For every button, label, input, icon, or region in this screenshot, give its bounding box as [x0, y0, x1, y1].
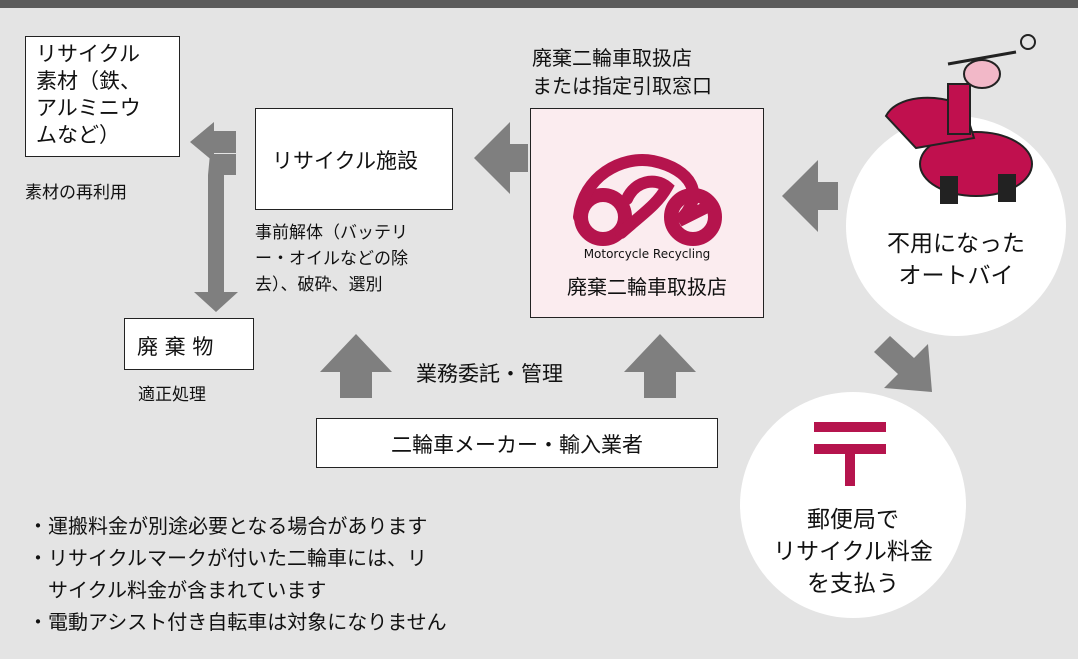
maker-text: 二輪車メーカー・輸入業者	[391, 433, 643, 457]
recycled-materials-box: リサイクル 素材（鉄、 アルミニウ ムなど）	[25, 36, 180, 157]
post-office-mark-icon	[814, 422, 886, 486]
consignment-label: 業務委託・管理	[416, 362, 563, 386]
motorcycle-recycling-logo	[573, 154, 722, 246]
dealer-name: 廃棄二輪車取扱店	[567, 275, 727, 299]
notes-list: ・運搬料金が別途必要となる場合があります ・リサイクルマークが付いた二輪車には、…	[28, 510, 447, 638]
waste-box: 廃 棄 物	[124, 318, 254, 370]
note-item: サイクル料金が含まれています	[28, 578, 327, 602]
arrow-facility-to-materials	[190, 122, 236, 162]
dealer-logo-text: Motorcycle Recycling	[583, 247, 711, 261]
arrow-facility-to-waste	[194, 154, 238, 312]
arrow-bike-to-dealer	[782, 160, 838, 232]
dealer-heading: 廃棄二輪車取扱店 または指定引取窓口	[532, 46, 712, 98]
arrow-dealer-to-facility	[474, 122, 528, 194]
arrow-bike-to-postoffice	[874, 336, 932, 392]
note-item: ・電動アシスト付き自転車は対象になりません	[28, 610, 447, 634]
top-bar	[0, 0, 1078, 8]
note-item: ・運搬料金が別途必要となる場合があります	[28, 514, 428, 538]
dealer-box: Motorcycle Recycling 廃棄二輪車取扱店	[530, 108, 764, 318]
post-office-text: 郵便局で リサイクル料金 を支払う	[773, 507, 933, 597]
maker-box: 二輪車メーカー・輸入業者	[316, 418, 718, 468]
recycling-facility-box: リサイクル施設	[255, 108, 453, 210]
recycled-materials-text: リサイクル 素材（鉄、 アルミニウ ムなど）	[36, 42, 141, 147]
arrow-maker-to-dealer	[624, 334, 696, 398]
scooter-icon	[884, 34, 1036, 204]
waste-text: 廃 棄 物	[137, 335, 214, 359]
waste-caption: 適正処理	[138, 385, 206, 405]
facility-caption: 事前解体（バッテリ ー・オイルなどの除 去）、破砕、選別	[255, 223, 408, 295]
materials-caption: 素材の再利用	[25, 183, 127, 203]
note-item: ・リサイクルマークが付いた二輪車には、リ	[28, 546, 427, 570]
arrow-maker-to-facility	[320, 334, 392, 398]
recycling-facility-text: リサイクル施設	[272, 149, 418, 173]
unused-motorcycle-text: 不用になった オートバイ	[887, 231, 1025, 289]
